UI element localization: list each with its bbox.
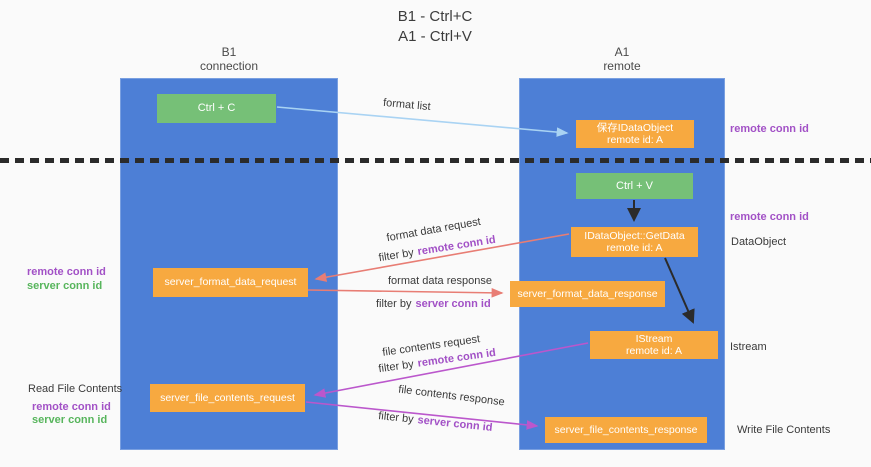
annotation-left-remote-conn-id-2: remote conn id	[32, 401, 111, 413]
filter-prefix: filter by	[376, 298, 412, 310]
filter-prefix: filter by	[377, 410, 415, 426]
node-server-file-contents-response-label: server_file_contents_response	[554, 423, 698, 436]
node-server-format-data-response: server_format_data_response	[510, 281, 665, 307]
annotation-left-server-conn-id-1: server conn id	[27, 280, 103, 292]
filter-prefix: filter by	[377, 358, 415, 376]
node-getdata-line1: IDataObject::GetData	[584, 229, 685, 242]
filter-id-server-conn-id: server conn id	[416, 414, 493, 434]
annotation-left-server-conn-id-2: server conn id	[32, 414, 108, 426]
label-format-data-response: format data response	[388, 275, 492, 287]
title-line-1: B1 - Ctrl+C	[397, 8, 473, 25]
node-istream-line1: IStream	[635, 332, 673, 345]
node-idataobject-getdata: IDataObject::GetData remote id: A	[571, 227, 698, 257]
lane-b1-subtitle: connection	[199, 59, 259, 73]
annotation-remote-conn-id-top: remote conn id	[730, 123, 809, 135]
lane-header-a1: A1 remote	[519, 45, 725, 73]
node-server-file-contents-response: server_file_contents_response	[545, 417, 707, 443]
node-ctrl-c: Ctrl + C	[157, 94, 276, 123]
phase-divider-dashed-line	[0, 158, 871, 163]
label-file-contents-response: file contents response	[397, 383, 506, 409]
filter-id-remote-conn-id: remote conn id	[416, 233, 497, 259]
node-ctrl-v-label: Ctrl + V	[616, 179, 653, 192]
node-server-file-contents-request-label: server_file_contents_request	[160, 391, 295, 404]
title-line-2: A1 - Ctrl+V	[398, 28, 472, 45]
lane-a1-subtitle: remote	[603, 59, 641, 73]
node-server-format-data-response-label: server_format_data_response	[517, 287, 658, 300]
node-istream: IStream remote id: A	[590, 331, 718, 359]
label-format-list: format list	[382, 96, 432, 114]
filter-prefix: filter by	[377, 246, 415, 265]
node-istream-line2: remote id: A	[625, 345, 683, 357]
node-server-format-data-request: server_format_data_request	[153, 268, 308, 297]
lane-b1-name: B1	[221, 45, 237, 59]
filter-id-server-conn-id: server conn id	[415, 298, 491, 310]
node-save-idataobject: 保存IDataObject remote id: A	[576, 120, 694, 148]
annotation-left-remote-conn-id-1: remote conn id	[27, 266, 106, 278]
node-ctrl-c-label: Ctrl + C	[197, 102, 236, 114]
annotation-istream: Istream	[730, 341, 767, 353]
node-save-idataobject-line1: 保存IDataObject	[596, 121, 674, 134]
diagram-title: B1 - Ctrl+C A1 - Ctrl+V	[330, 7, 540, 47]
node-ctrl-v: Ctrl + V	[576, 173, 693, 199]
annotation-dataobject: DataObject	[731, 236, 787, 248]
annotation-write-file-contents: Write File Contents	[737, 424, 831, 436]
node-server-file-contents-request: server_file_contents_request	[150, 384, 305, 412]
lane-a1-name: A1	[614, 45, 630, 59]
annotation-remote-conn-id-mid: remote conn id	[730, 211, 809, 223]
node-save-idataobject-line2: remote id: A	[606, 134, 664, 146]
annotation-read-file-contents: Read File Contents	[28, 383, 123, 395]
node-server-format-data-request-label: server_format_data_request	[164, 276, 297, 289]
lane-header-b1: B1 connection	[120, 45, 338, 73]
node-getdata-line2: remote id: A	[606, 242, 663, 254]
